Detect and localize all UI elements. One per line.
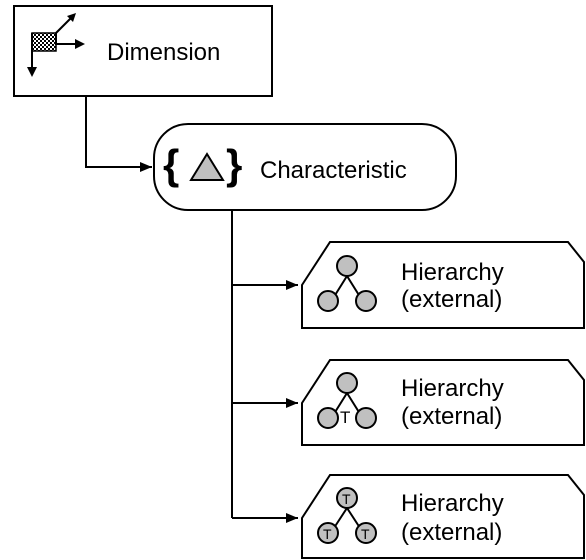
hierarchy-label-line1: Hierarchy	[401, 375, 504, 402]
hierarchy-label-line1: Hierarchy	[401, 490, 504, 517]
connector-dimension-to-characteristic	[85, 96, 152, 172]
dimension-node: Dimension	[13, 5, 273, 97]
characteristic-box	[153, 123, 457, 211]
hierarchy-node: T T T Hierarchy (external)	[301, 474, 585, 559]
dimension-label: Dimension	[107, 39, 220, 66]
characteristic-brace-triangle-icon: { }	[163, 141, 242, 188]
svg-text:T: T	[361, 526, 370, 542]
svg-text:T: T	[342, 491, 351, 507]
dimension-axes-icon	[27, 13, 85, 77]
connectors	[85, 96, 298, 523]
svg-text:}: }	[226, 141, 242, 188]
hierarchy-node: T Hierarchy (external)	[301, 359, 585, 446]
svg-text:T: T	[340, 408, 350, 427]
dimension-box	[13, 5, 273, 97]
hierarchy-label-line1: Hierarchy	[401, 259, 504, 286]
hierarchy-tree-text-node-icon: T	[317, 372, 377, 429]
hierarchy-label-line2: (external)	[401, 286, 502, 313]
characteristic-label: Characteristic	[260, 157, 407, 184]
hierarchy-label-line2: (external)	[401, 403, 502, 430]
hierarchy-node: Hierarchy (external)	[301, 241, 585, 329]
hierarchy-tree-icon	[317, 255, 377, 312]
svg-text:{: {	[163, 141, 179, 188]
hierarchy-tree-all-text-nodes-icon: T T T	[317, 487, 377, 544]
hierarchy-label-line2: (external)	[401, 519, 502, 546]
characteristic-node: { } Characteristic	[153, 123, 457, 211]
svg-text:T: T	[323, 526, 332, 542]
